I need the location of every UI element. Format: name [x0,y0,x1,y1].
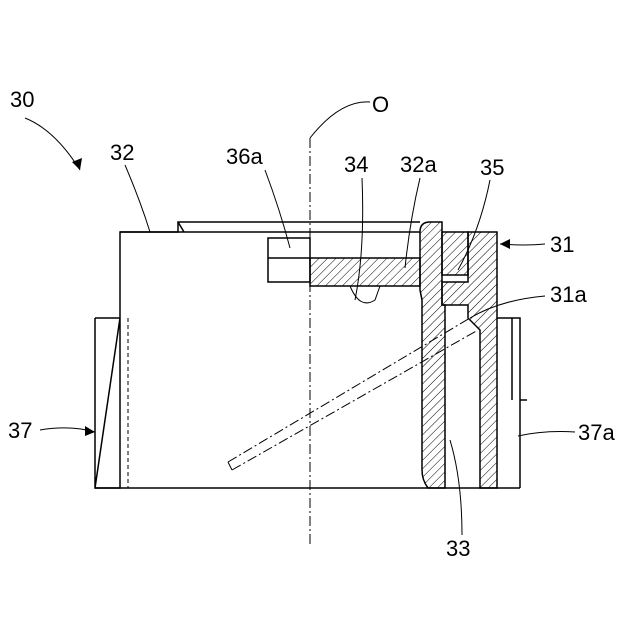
label-32: 32 [110,140,134,165]
label-37: 37 [8,418,32,443]
label-36a: 36a [226,144,263,169]
leader-36a [265,170,290,248]
label-33: 33 [446,536,470,561]
label-32a: 32a [400,152,437,177]
upper-body-outline [120,222,420,232]
label-30: 30 [10,87,34,112]
leader-32 [125,165,150,232]
pin-slot [350,286,380,303]
section-groove-35 [442,232,468,275]
arrow-31 [500,239,510,249]
right-flange-step [497,318,527,488]
section-plate-34 [310,258,420,286]
leader-32a [405,178,420,268]
axis-leader [310,102,370,138]
arrow-37 [85,426,95,436]
label-37a: 37a [578,420,615,445]
label-axis-O: O [372,92,389,117]
leader-37a [518,432,575,437]
label-31a: 31a [550,282,587,307]
label-35: 35 [480,155,504,180]
label-34: 34 [344,152,368,177]
leader-30 [25,118,80,170]
label-31: 31 [550,232,574,257]
